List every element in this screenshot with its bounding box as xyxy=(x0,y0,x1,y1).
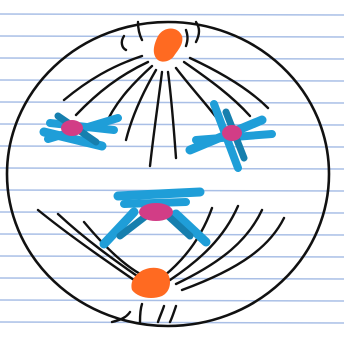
spindle-fiber xyxy=(38,210,134,280)
chromatid xyxy=(118,192,200,196)
ruled-line xyxy=(0,168,344,169)
ruled-line xyxy=(0,234,344,235)
ruled-line xyxy=(0,80,344,81)
spindle-fiber xyxy=(64,56,142,100)
ruled-line xyxy=(0,14,344,15)
centromere xyxy=(222,125,242,141)
chromosome-left xyxy=(44,116,118,146)
spindle-fiber xyxy=(158,306,164,322)
spindle-fiber xyxy=(170,306,176,322)
spindle-fiber xyxy=(150,72,162,166)
spindle-fiber xyxy=(122,36,126,50)
centrosome-top xyxy=(154,29,183,62)
spindle-fiber xyxy=(168,72,176,158)
ruled-line xyxy=(0,322,344,323)
centromere xyxy=(61,120,83,136)
notebook-ruled-lines xyxy=(0,14,344,323)
chromosome-center xyxy=(104,192,206,244)
ruled-line xyxy=(0,256,344,257)
spindle-fiber xyxy=(140,304,142,322)
spindle-fiber xyxy=(186,30,188,46)
chromosome-right xyxy=(190,104,272,168)
centromere xyxy=(139,203,173,221)
ruled-line xyxy=(0,300,344,301)
ruled-line xyxy=(0,146,344,147)
